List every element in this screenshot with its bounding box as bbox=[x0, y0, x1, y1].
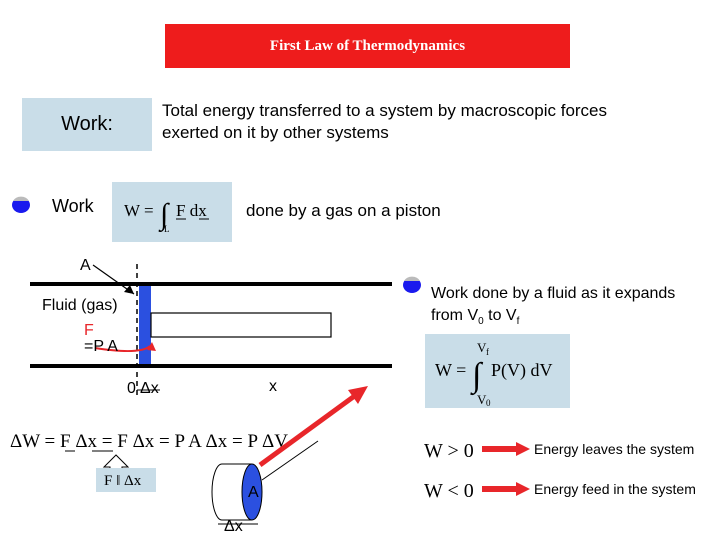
dx-label: Δx bbox=[140, 380, 159, 397]
svg-text:F ‖ Δx: F ‖ Δx bbox=[104, 473, 142, 489]
energy-leaves-label: Energy leaves the system bbox=[534, 441, 695, 457]
svg-text:0: 0 bbox=[486, 398, 491, 408]
svg-text:L: L bbox=[164, 224, 170, 234]
work-term-label: Work: bbox=[61, 113, 113, 135]
fluid-label: Fluid (gas) bbox=[42, 297, 118, 314]
definition-line-2: exerted on it by other systems bbox=[162, 123, 389, 142]
work-term-box: Work: bbox=[22, 98, 152, 151]
svg-text:V: V bbox=[477, 340, 487, 355]
work-definition: Total energy transferred to a system by … bbox=[162, 100, 607, 144]
cylinder-area-label: A bbox=[248, 484, 259, 501]
positive-work-condition: W > 0 bbox=[424, 440, 474, 462]
piston-rod bbox=[150, 312, 332, 338]
volume-cylinder bbox=[211, 463, 263, 525]
done-by-text: done by a gas on a piston bbox=[246, 201, 441, 220]
title-banner: First Law of Thermodynamics bbox=[165, 24, 570, 68]
energy-feed-label: Energy feed in the system bbox=[534, 481, 696, 497]
svg-text:∫: ∫ bbox=[470, 357, 484, 396]
parallel-vectors-box: F ‖ Δx bbox=[96, 468, 156, 492]
bullet-icon bbox=[12, 196, 30, 213]
piston-head bbox=[139, 286, 151, 364]
pressure-label: =P A bbox=[84, 338, 118, 355]
svg-text:W =: W = bbox=[124, 201, 154, 220]
cylinder-dx-label: Δx bbox=[224, 518, 243, 535]
svg-text:W < 0: W < 0 bbox=[424, 480, 474, 502]
fluid-work-line-2: from V0 to Vf bbox=[431, 307, 520, 328]
svg-text:P(V) dV: P(V) dV bbox=[491, 360, 553, 381]
svg-text:∫: ∫ bbox=[158, 198, 170, 233]
x-axis-label: x bbox=[269, 378, 277, 395]
piston-diagram bbox=[30, 264, 392, 396]
page-title: First Law of Thermodynamics bbox=[269, 37, 466, 54]
svg-text:W > 0: W > 0 bbox=[424, 440, 474, 462]
fluid-work-text: Work done by a fluid as it expands from … bbox=[431, 283, 675, 333]
force-label: F bbox=[84, 322, 94, 339]
bullet-icon bbox=[403, 276, 421, 293]
work-label: Work bbox=[52, 196, 94, 216]
area-label: A bbox=[80, 257, 91, 274]
negative-work-condition: W < 0 bbox=[424, 480, 474, 502]
fluid-work-line-1: Work done by a fluid as it expands bbox=[431, 285, 676, 302]
origin-label: 0 bbox=[127, 380, 136, 397]
svg-text:f: f bbox=[486, 347, 489, 357]
work-derivation-equation: ΔW = F Δx = F Δx = P A Δx = P ΔV bbox=[10, 431, 288, 452]
svg-text:V: V bbox=[477, 392, 487, 407]
svg-text:ΔW = F Δx = F Δx = P A Δx = P: ΔW = F Δx = F Δx = P A Δx = P ΔV bbox=[10, 431, 288, 452]
work-integral-equation: W = ∫ L F dx bbox=[112, 182, 232, 242]
definition-line-1: Total energy transferred to a system by … bbox=[162, 101, 608, 120]
svg-text:F dx: F dx bbox=[176, 201, 207, 220]
pressure-volume-integral-equation: W = ∫ V f V 0 P(V) dV bbox=[425, 334, 570, 408]
svg-text:W =: W = bbox=[435, 360, 466, 380]
